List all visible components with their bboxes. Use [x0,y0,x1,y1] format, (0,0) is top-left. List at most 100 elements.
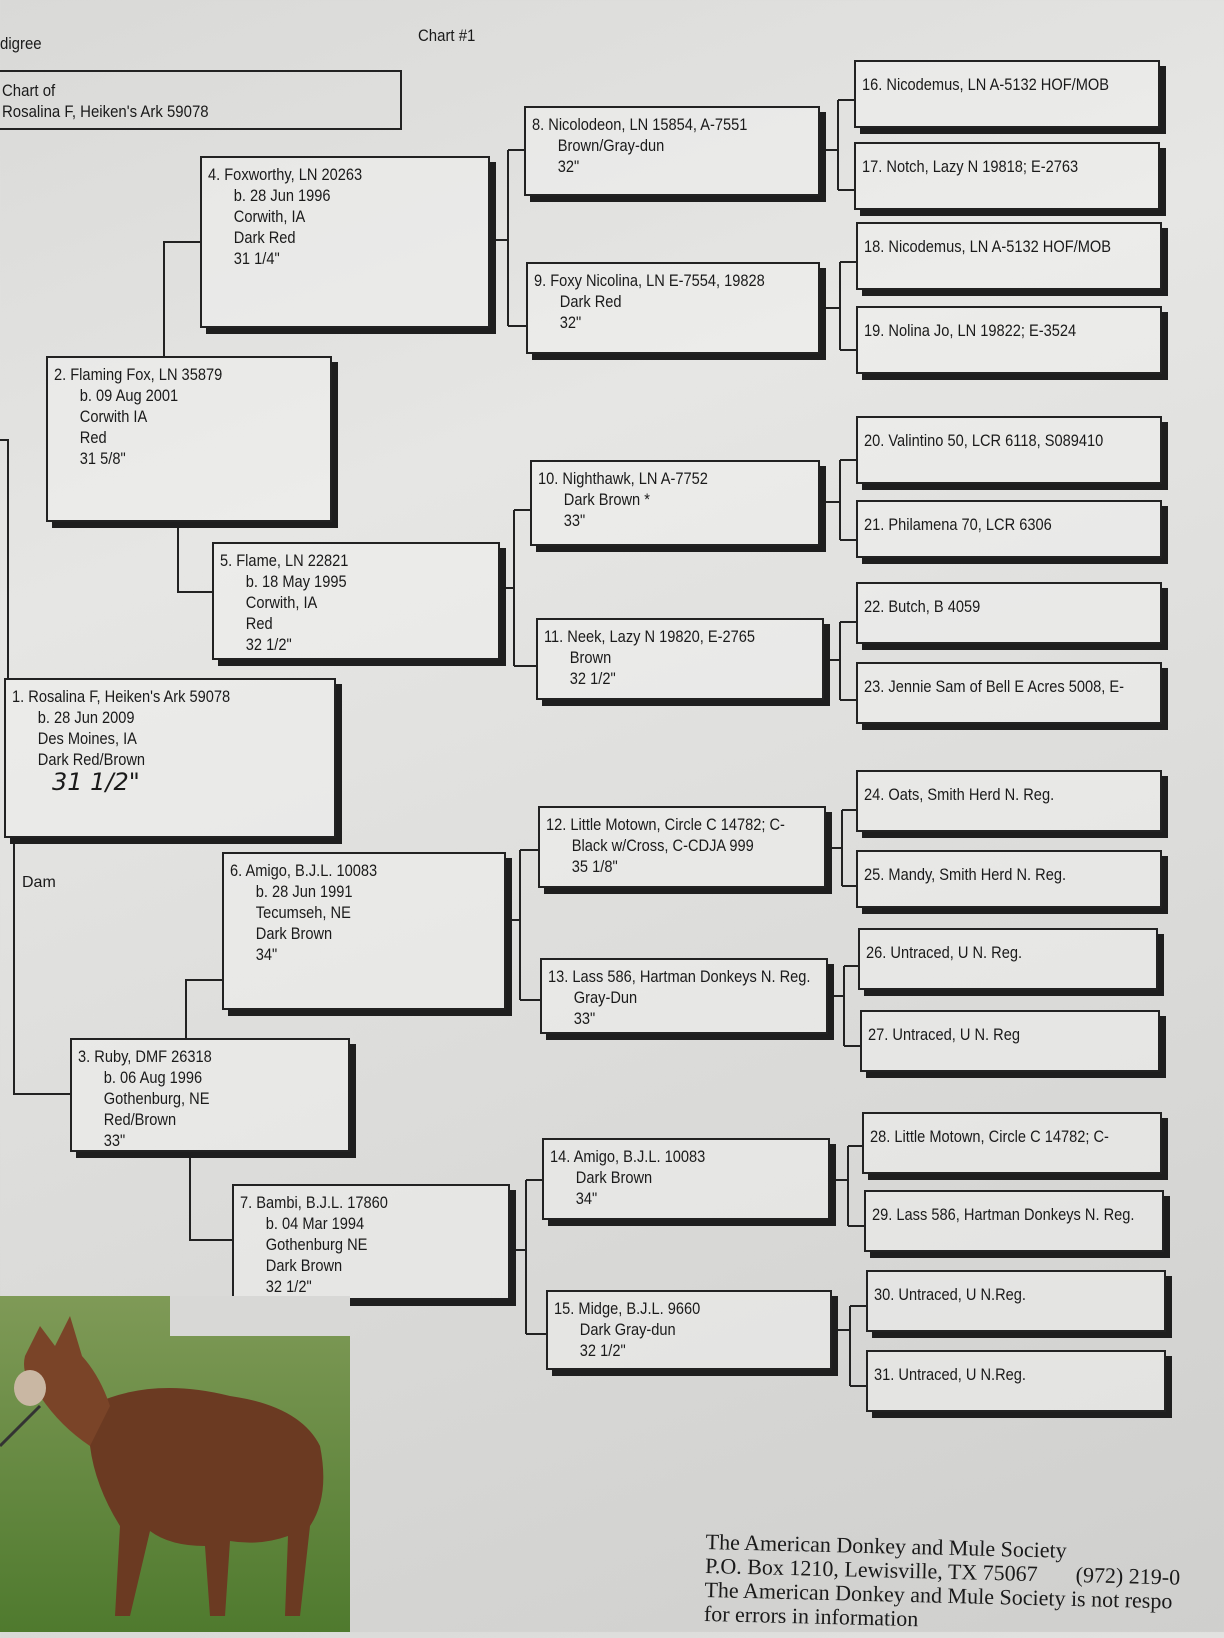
pedigree-box-29: 29. Lass 586, Hartman Donkeys N. Reg. [864,1190,1164,1252]
pedigree-box-31: 31. Untraced, U N.Reg. [866,1350,1166,1412]
pedigree-box-30: 30. Untraced, U N.Reg. [866,1270,1166,1332]
pedigree-box-22: 22. Butch, B 4059 [856,582,1162,644]
horse-detail: b. 28 Jun 1991 [255,882,353,901]
pedigree-box-19: 19. Nolina Jo, LN 19822; E-3524 [856,306,1162,374]
horse-name: 23. Jennie Sam of Bell E Acres 5008, E- [864,677,1125,696]
horse-detail: Brown/Gray-dun [557,136,665,155]
horse-detail: Dark Brown [265,1256,343,1275]
horse-detail: 35 1/8" [571,857,618,876]
horse-name: 4. Foxworthy, LN 20263 [208,165,363,184]
dam-label: Dam [22,874,56,891]
horse-detail: 31 1/4" [233,249,280,268]
horse-detail: b. 04 Mar 1994 [265,1214,365,1233]
horse-detail: Tecumseh, NE [255,903,351,922]
horse-detail: Corwith, IA [233,207,306,226]
horse-name: 24. Oats, Smith Herd N. Reg. [864,785,1055,804]
horse-detail: Dark Gray-dun [579,1320,676,1339]
horse-detail: Corwith, IA [245,593,318,612]
horse-detail: Dark Brown [255,924,333,943]
horse-detail: Red/Brown [103,1110,177,1129]
horse-name: 29. Lass 586, Hartman Donkeys N. Reg. [872,1205,1135,1224]
horse-detail: 32" [559,313,582,332]
donkey-photo [0,1296,350,1632]
horse-detail: Dark Brown [575,1168,653,1187]
horse-detail: 32 1/2" [245,635,292,654]
horse-detail: Gothenburg NE [265,1235,368,1254]
pedigree-box-28: 28. Little Motown, Circle C 14782; C- [862,1112,1162,1174]
horse-name: 9. Foxy Nicolina, LN E-7554, 19828 [534,271,765,290]
horse-detail: 32 1/2" [569,669,616,688]
horse-name: 26. Untraced, U N. Reg. [866,943,1023,962]
horse-name: 20. Valintino 50, LCR 6118, S089410 [864,431,1104,450]
footer-block: The American Donkey and Mule Society P.O… [704,1529,1181,1638]
pedigree-box-27: 27. Untraced, U N. Reg [860,1010,1160,1072]
document-title-fragment: digree [0,34,42,53]
horse-detail: Dark Red [559,292,622,311]
horse-detail: Brown [569,648,612,667]
horse-detail: Black w/Cross, C-CDJA 999 [571,836,754,855]
horse-detail: 33" [103,1131,126,1150]
horse-name: 12. Little Motown, Circle C 14782; C- [546,815,785,834]
horse-detail: 32" [557,157,580,176]
horse-name: 28. Little Motown, Circle C 14782; C- [870,1127,1109,1146]
chart-of-subject: Rosalina F, Heiken's Ark 59078 [2,102,209,121]
horse-detail: b. 28 Jun 1996 [233,186,331,205]
horse-detail: 31 5/8" [79,449,126,468]
horse-name: 30. Untraced, U N.Reg. [874,1285,1026,1304]
horse-name: 19. Nolina Jo, LN 19822; E-3524 [864,321,1077,340]
pedigree-box-16: 16. Nicodemus, LN A-5132 HOF/MOB [854,60,1160,128]
chart-number: Chart #1 [418,26,476,45]
horse-name: 8. Nicolodeon, LN 15854, A-7551 [532,115,748,134]
donkey-image [0,1296,350,1632]
horse-name: 15. Midge, B.J.L. 9660 [554,1299,701,1318]
horse-detail: Dark Red [233,228,296,247]
chart-of-label: Chart of [2,81,56,100]
horse-name: 25. Mandy, Smith Herd N. Reg. [864,865,1067,884]
horse-name: 17. Notch, Lazy N 19818; E-2763 [862,157,1079,176]
horse-name: 3. Ruby, DMF 26318 [78,1047,212,1066]
horse-name: 27. Untraced, U N. Reg [868,1025,1020,1044]
horse-name: 7. Bambi, B.J.L. 17860 [240,1193,388,1212]
horse-detail: b. 09 Aug 2001 [79,386,179,405]
horse-name: 22. Butch, B 4059 [864,597,981,616]
pedigree-box-13: 13. Lass 586, Hartman Donkeys N. Reg. Gra… [540,958,828,1034]
horse-name: 31. Untraced, U N.Reg. [874,1365,1026,1384]
horse-detail: 32 1/2" [265,1277,312,1296]
horse-detail: Red [245,614,273,633]
horse-name: 18. Nicodemus, LN A-5132 HOF/MOB [864,237,1112,256]
pedigree-box-18: 18. Nicodemus, LN A-5132 HOF/MOB [856,222,1162,290]
horse-name: 13. Lass 586, Hartman Donkeys N. Reg. [548,967,811,986]
horse-name: 10. Nighthawk, LN A-7752 [538,469,708,488]
horse-detail: b. 06 Aug 1996 [103,1068,203,1087]
pedigree-box-21: 21. Philamena 70, LCR 6306 [856,500,1162,558]
pedigree-box-1: 1. Rosalina F, Heiken's Ark 59078 b. 28 J… [4,678,336,838]
pedigree-box-24: 24. Oats, Smith Herd N. Reg. [856,770,1162,832]
pedigree-box-25: 25. Mandy, Smith Herd N. Reg. [856,850,1162,908]
chart-of-box: Chart of Rosalina F, Heiken's Ark 59078 [0,70,402,130]
horse-detail: Red [79,428,107,447]
horse-name: 11. Neek, Lazy N 19820, E-2765 [544,627,756,646]
horse-detail: b. 28 Jun 2009 [37,708,135,727]
horse-detail: Gray-Dun [573,988,638,1007]
horse-detail: Dark Brown * [563,490,650,509]
horse-detail: 33" [573,1009,596,1028]
pedigree-box-26: 26. Untraced, U N. Reg. [858,928,1158,990]
horse-name: 5. Flame, LN 22821 [220,551,349,570]
horse-name: 1. Rosalina F, Heiken's Ark 59078 [12,687,231,706]
horse-detail: 32 1/2" [579,1341,626,1360]
horse-name: 2. Flaming Fox, LN 35879 [54,365,223,384]
horse-name: 14. Amigo, B.J.L. 10083 [550,1147,706,1166]
horse-name: 6. Amigo, B.J.L. 10083 [230,861,378,880]
horse-detail: Des Moines, IA [37,729,137,748]
horse-detail: 34" [575,1189,598,1208]
